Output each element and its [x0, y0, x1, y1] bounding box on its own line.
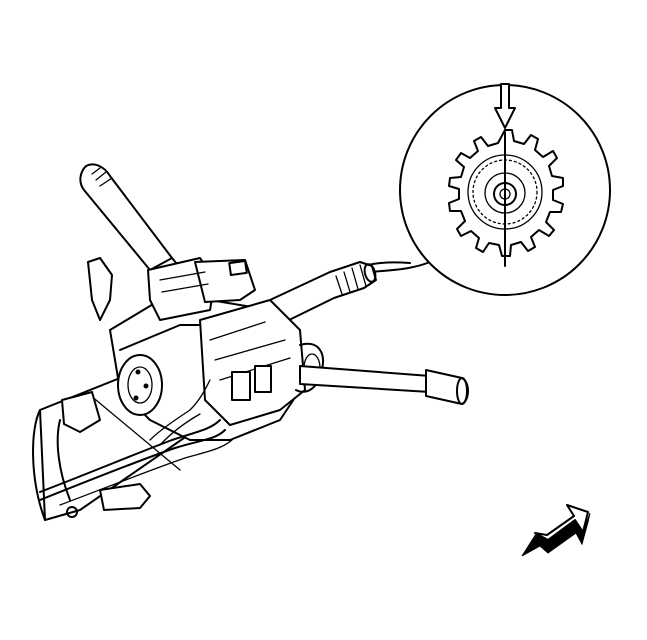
multifunction-lever	[299, 365, 469, 405]
view-direction-arrow-icon	[521, 504, 591, 557]
steering-shaft	[269, 261, 377, 323]
column-housing	[32, 257, 324, 521]
wiring-harness	[39, 379, 233, 506]
alignment-arrow-icon	[494, 83, 516, 129]
magnified-detail-view	[399, 83, 611, 296]
detail-leader-lines	[367, 261, 431, 273]
tone-wheel	[448, 129, 564, 257]
